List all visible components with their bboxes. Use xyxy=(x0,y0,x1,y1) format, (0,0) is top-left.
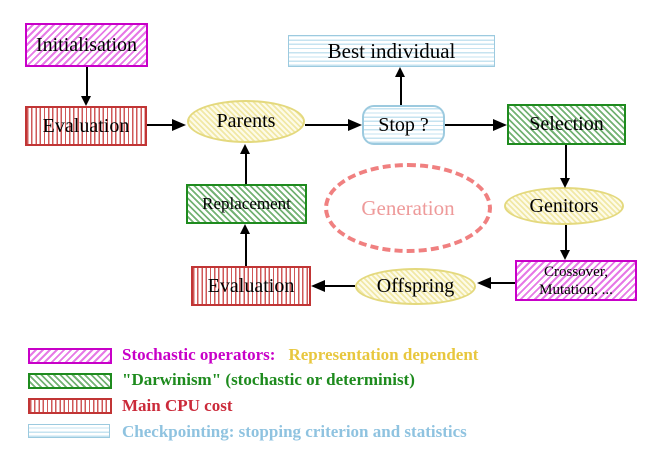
node-genitors: Genitors xyxy=(504,187,624,225)
node-parents-label: Parents xyxy=(216,110,276,132)
node-offspring: Offspring xyxy=(355,268,476,305)
node-evaluation-top: Evaluation xyxy=(25,106,147,146)
node-initialisation: Initialisation xyxy=(25,23,148,67)
node-generation-loop: Generation xyxy=(324,163,492,253)
arrow-line xyxy=(489,282,515,284)
node-offspring-label: Offspring xyxy=(376,275,455,297)
arrow-head-down-icon xyxy=(81,96,91,106)
legend-item-checkpointing: Checkpointing: stopping criterion and st… xyxy=(122,422,467,442)
node-evaluation-top-label: Evaluation xyxy=(42,114,130,137)
legend-swatch-darwinism xyxy=(28,373,112,389)
arrow-line xyxy=(565,225,567,252)
arrow-head-down-icon xyxy=(560,178,570,188)
arrow-head-up-icon xyxy=(240,144,250,154)
arrow-head-down-icon xyxy=(560,250,570,260)
legend-label-stochastic-operators: Stochastic operators: xyxy=(122,345,276,364)
node-crossover-line2: Mutation, ... xyxy=(539,281,613,298)
arrow-line xyxy=(323,285,355,287)
legend-label-checkpointing: Checkpointing: stopping criterion and st… xyxy=(122,422,467,441)
node-evaluation-bottom-label: Evaluation xyxy=(207,274,295,297)
arrow-line xyxy=(400,75,402,105)
arrow-line xyxy=(445,124,495,126)
node-generation-label: Generation xyxy=(361,195,455,220)
legend-item-darwinism: "Darwinism" (stochastic or determinist) xyxy=(122,370,415,390)
arrow-line xyxy=(305,124,349,126)
arrow-head-up-icon xyxy=(395,67,405,77)
node-parents: Parents xyxy=(187,100,305,143)
node-selection: Selection xyxy=(507,104,626,145)
node-initialisation-label: Initialisation xyxy=(35,33,138,56)
node-crossover-mutation: Crossover, Mutation, ... xyxy=(515,260,637,301)
node-best-individual: Best individual xyxy=(288,35,495,67)
legend-item-stochastic-operators: Stochastic operators: Representation depe… xyxy=(122,345,478,365)
arrow-line xyxy=(245,153,247,184)
legend-swatch-stochastic-operators xyxy=(28,348,112,364)
legend-item-main-cpu-cost: Main CPU cost xyxy=(122,396,232,416)
arrow-line xyxy=(245,234,247,266)
node-replacement: Replacement xyxy=(186,184,307,224)
legend-swatch-main-cpu-cost xyxy=(28,398,112,414)
node-best-individual-label: Best individual xyxy=(327,38,456,63)
node-stop-label: Stop ? xyxy=(378,113,429,136)
arrow-line xyxy=(86,67,88,97)
arrow-line xyxy=(147,124,173,126)
node-replacement-label: Replacement xyxy=(202,194,291,213)
arrow-head-right-icon xyxy=(348,118,362,131)
arrow-head-left-icon xyxy=(477,276,491,289)
arrow-head-right-icon xyxy=(493,118,507,131)
node-selection-label: Selection xyxy=(529,113,604,135)
arrow-head-left-icon xyxy=(311,279,325,292)
arrow-line xyxy=(565,145,567,180)
node-stop: Stop ? xyxy=(362,105,445,145)
node-genitors-label: Genitors xyxy=(529,194,599,217)
legend-label-darwinism: "Darwinism" (stochastic or determinist) xyxy=(122,370,415,389)
node-crossover-line1: Crossover, xyxy=(544,263,608,280)
node-evaluation-bottom: Evaluation xyxy=(191,266,311,306)
arrow-head-right-icon xyxy=(172,118,186,131)
arrow-head-up-icon xyxy=(240,224,250,234)
legend-label-main-cpu-cost: Main CPU cost xyxy=(122,396,233,415)
legend-swatch-checkpointing xyxy=(28,424,110,438)
legend-label-representation-dependent: Representation dependent xyxy=(288,345,479,364)
